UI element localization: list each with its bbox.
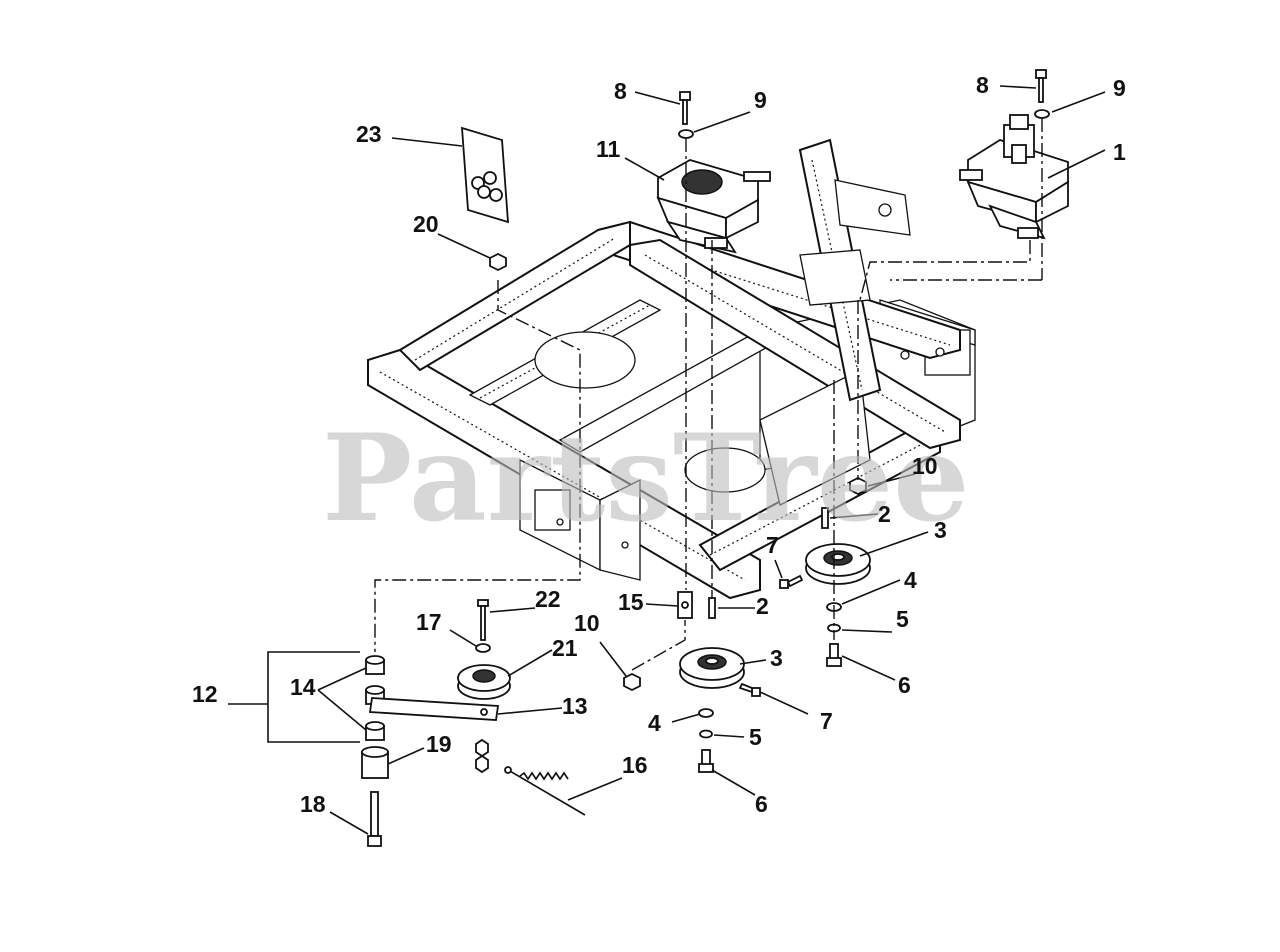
hydro-pump-right — [959, 114, 1069, 240]
label-6-lower: 6 — [755, 791, 768, 817]
nut-idler-upper — [475, 738, 489, 758]
nut-10-lower — [623, 672, 641, 692]
screw-7-lower — [738, 682, 761, 697]
label-23: 23 — [356, 121, 382, 147]
pulley-3-upper — [805, 543, 871, 585]
washer-9-left — [678, 129, 694, 139]
label-4-lower: 4 — [648, 710, 661, 736]
label-9-right: 9 — [1113, 75, 1126, 101]
lockwasher-5-lower — [699, 729, 713, 739]
label-12: 12 — [192, 681, 218, 707]
washer-17 — [475, 643, 491, 653]
center-lines — [374, 118, 1043, 671]
spacer-14-upper — [365, 655, 385, 675]
label-7-upper: 7 — [766, 532, 779, 558]
group-bracket-12 — [267, 651, 360, 743]
bolt-22 — [477, 599, 489, 641]
label-15: 15 — [618, 589, 644, 615]
idler-pulley-21 — [457, 664, 511, 700]
pulley-3-lower — [679, 647, 745, 689]
bolt-18 — [367, 791, 382, 847]
bracket-15 — [677, 591, 693, 619]
label-8-right: 8 — [976, 72, 989, 98]
label-14: 14 — [290, 674, 316, 700]
pin-2-lower — [708, 597, 716, 619]
leader-lines — [228, 85, 1106, 835]
label-2-upper: 2 — [878, 501, 891, 527]
washer-9-right — [1034, 109, 1050, 119]
label-5-upper: 5 — [896, 606, 909, 632]
label-19: 19 — [426, 731, 452, 757]
label-9-left: 9 — [754, 87, 767, 113]
part-labels: 1 2 2 3 3 4 4 5 5 6 6 7 7 8 8 9 9 10 10 … — [192, 72, 1126, 817]
label-8-left: 8 — [614, 78, 627, 104]
label-16: 16 — [622, 752, 648, 778]
hydro-pump-left — [656, 159, 771, 254]
nut-idler-lower — [475, 754, 489, 774]
bolt-6-lower — [698, 749, 714, 773]
bolt-6-upper — [826, 643, 842, 667]
label-11: 11 — [596, 136, 621, 162]
label-4-upper: 4 — [904, 567, 917, 593]
label-3-lower: 3 — [770, 645, 783, 671]
spring-16 — [504, 766, 586, 816]
washer-4-lower — [698, 708, 714, 718]
pin-2-upper — [821, 507, 829, 529]
watermark: PartsTree — [322, 408, 969, 549]
label-6-upper: 6 — [898, 672, 911, 698]
label-10-upper: 10 — [912, 453, 938, 479]
label-10-lower: 10 — [574, 610, 600, 636]
label-1: 1 — [1113, 139, 1126, 165]
bolt-8-left — [679, 91, 691, 125]
bolt-8-right — [1035, 69, 1047, 103]
screw-7-upper — [779, 574, 804, 589]
spacer-14-lower — [365, 721, 385, 741]
label-3-upper: 3 — [934, 517, 947, 543]
label-20: 20 — [413, 211, 439, 237]
label-13: 13 — [562, 693, 588, 719]
idler-arm-13 — [368, 697, 500, 721]
label-2-lower: 2 — [756, 593, 769, 619]
label-5-lower: 5 — [749, 724, 762, 750]
label-21: 21 — [552, 635, 578, 661]
label-17: 17 — [416, 609, 442, 635]
bushing-19 — [361, 746, 389, 779]
label-7-lower: 7 — [820, 708, 833, 734]
nut-20 — [489, 252, 507, 272]
decal-plate — [461, 126, 509, 224]
label-22: 22 — [535, 586, 561, 612]
label-18: 18 — [300, 791, 326, 817]
